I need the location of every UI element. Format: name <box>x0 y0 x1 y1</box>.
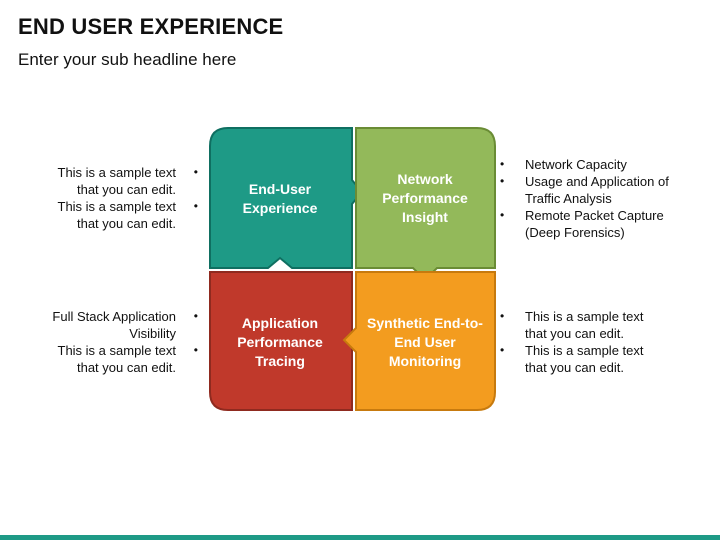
list-item: Network Capacity <box>500 156 680 173</box>
list-bottom-left: Full Stack Application Visibility This i… <box>48 308 198 376</box>
tile-bottom-left-label: Application Performance Tracing <box>237 315 323 369</box>
tile-top-right-label: Network Performance Insight <box>382 171 468 225</box>
list-item: Full Stack Application Visibility <box>48 308 198 342</box>
list-top-left: This is a sample text that you can edit.… <box>48 164 199 232</box>
tile-bottom-left-shape <box>209 271 353 411</box>
list-item: Remote Packet Capture (Deep Forensics) <box>500 207 680 241</box>
list-item: This is a sample text that you can edit. <box>48 342 199 376</box>
list-item: Usage and Application of Traffic Analysi… <box>500 173 680 207</box>
list-bottom-right: This is a sample text that you can edit.… <box>500 308 650 376</box>
tile-bottom-right-shape <box>342 271 496 411</box>
list-item: This is a sample text that you can edit. <box>48 164 199 198</box>
page-subtitle: Enter your sub headline here <box>18 50 237 69</box>
page-title: END USER EXPERIENCE <box>18 14 284 39</box>
list-top-right: Network Capacity Usage and Application o… <box>500 156 680 241</box>
footer-bar <box>0 535 720 540</box>
list-item: This is a sample text that you can edit. <box>500 342 650 376</box>
tile-bottom-right-label: Synthetic End-to-End User Monitoring <box>367 315 483 369</box>
list-item: This is a sample text that you can edit. <box>500 308 650 342</box>
list-item: This is a sample text that you can edit. <box>48 198 199 232</box>
tile-top-left-label: End-User Experience <box>242 181 318 216</box>
